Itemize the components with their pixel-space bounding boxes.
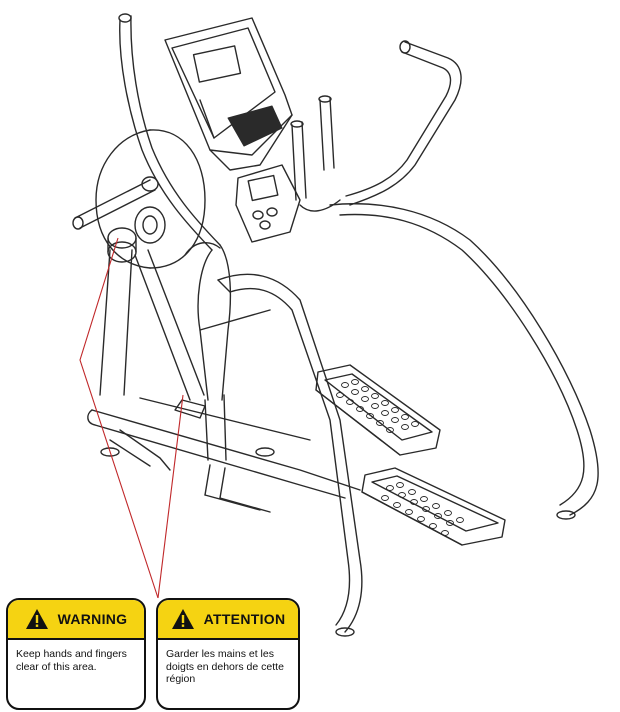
attention-label: ATTENTION Garder les mains et les doigts… bbox=[156, 598, 300, 710]
pointer-line-pivot bbox=[157, 394, 184, 599]
upper-pedal-grip bbox=[336, 379, 419, 433]
right-handlebar bbox=[345, 40, 462, 206]
pointer-line-crank bbox=[79, 237, 159, 599]
warning-label-header: WARNING bbox=[8, 600, 144, 640]
right-side-rail bbox=[329, 203, 599, 520]
left-crank-arm bbox=[72, 176, 159, 263]
front-u-frame bbox=[199, 273, 363, 637]
pointer-lines bbox=[79, 237, 184, 599]
console bbox=[164, 17, 293, 171]
warning-triangle-icon bbox=[171, 609, 194, 629]
flywheel-housing bbox=[95, 129, 206, 269]
attention-label-text: Garder les mains et les doigts en dehors… bbox=[166, 648, 284, 685]
warning-triangle-icon bbox=[25, 609, 48, 629]
attention-label-header: ATTENTION bbox=[158, 600, 298, 640]
base-frame bbox=[87, 397, 361, 513]
warning-label-title: WARNING bbox=[57, 611, 128, 627]
main-column bbox=[99, 249, 227, 461]
left-swing-arm bbox=[184, 242, 232, 401]
fixed-handles bbox=[290, 95, 341, 212]
left-handlebar bbox=[118, 13, 221, 251]
control-pod bbox=[235, 164, 301, 243]
attention-label-title: ATTENTION bbox=[203, 611, 286, 627]
upper-pedal bbox=[315, 364, 441, 456]
warning-label: WARNING Keep hands and fingers clear of … bbox=[6, 598, 146, 710]
warning-label-text: Keep hands and fingers clear of this are… bbox=[16, 648, 127, 673]
lower-pedal bbox=[361, 467, 506, 546]
lower-pedal-grip bbox=[381, 482, 464, 536]
